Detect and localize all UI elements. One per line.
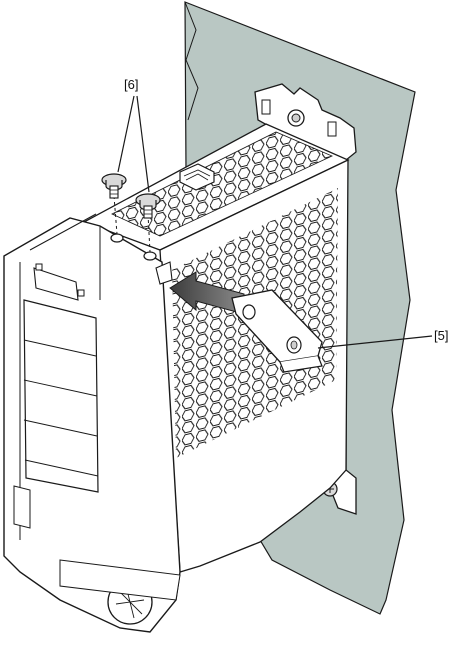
top-connector (179, 163, 215, 191)
callout-screws-leader-1 (117, 95, 135, 173)
front-led-2 (77, 289, 85, 297)
callout-bracket-leader (317, 335, 433, 349)
plate-hole-1-inner (291, 113, 301, 123)
wall-edge (184, 1, 199, 121)
screw-hole-right (143, 251, 157, 261)
front-led-1 (35, 263, 43, 271)
screw-guide-right (147, 213, 151, 253)
front-label-plate (13, 485, 31, 529)
front-display-lines (23, 339, 99, 477)
mounting-bracket-icon (231, 289, 323, 373)
callout-screws-leader-2 (136, 95, 150, 193)
screw-icon (135, 193, 161, 219)
callout-bracket-label: [5] (434, 328, 448, 343)
callout-screws-label: [6] (124, 77, 138, 92)
front-display-window (23, 299, 99, 493)
screw-hole-left (110, 233, 124, 243)
screw-icon (101, 173, 127, 199)
screw-guide-left (113, 195, 118, 235)
plate-slot-2 (327, 121, 337, 137)
top-connector-detail (183, 169, 211, 181)
bracket-hook (155, 261, 173, 285)
plate-slot-1 (261, 99, 271, 115)
front-latch (33, 267, 79, 301)
device-top-vent (111, 131, 333, 237)
device-base (59, 559, 181, 601)
